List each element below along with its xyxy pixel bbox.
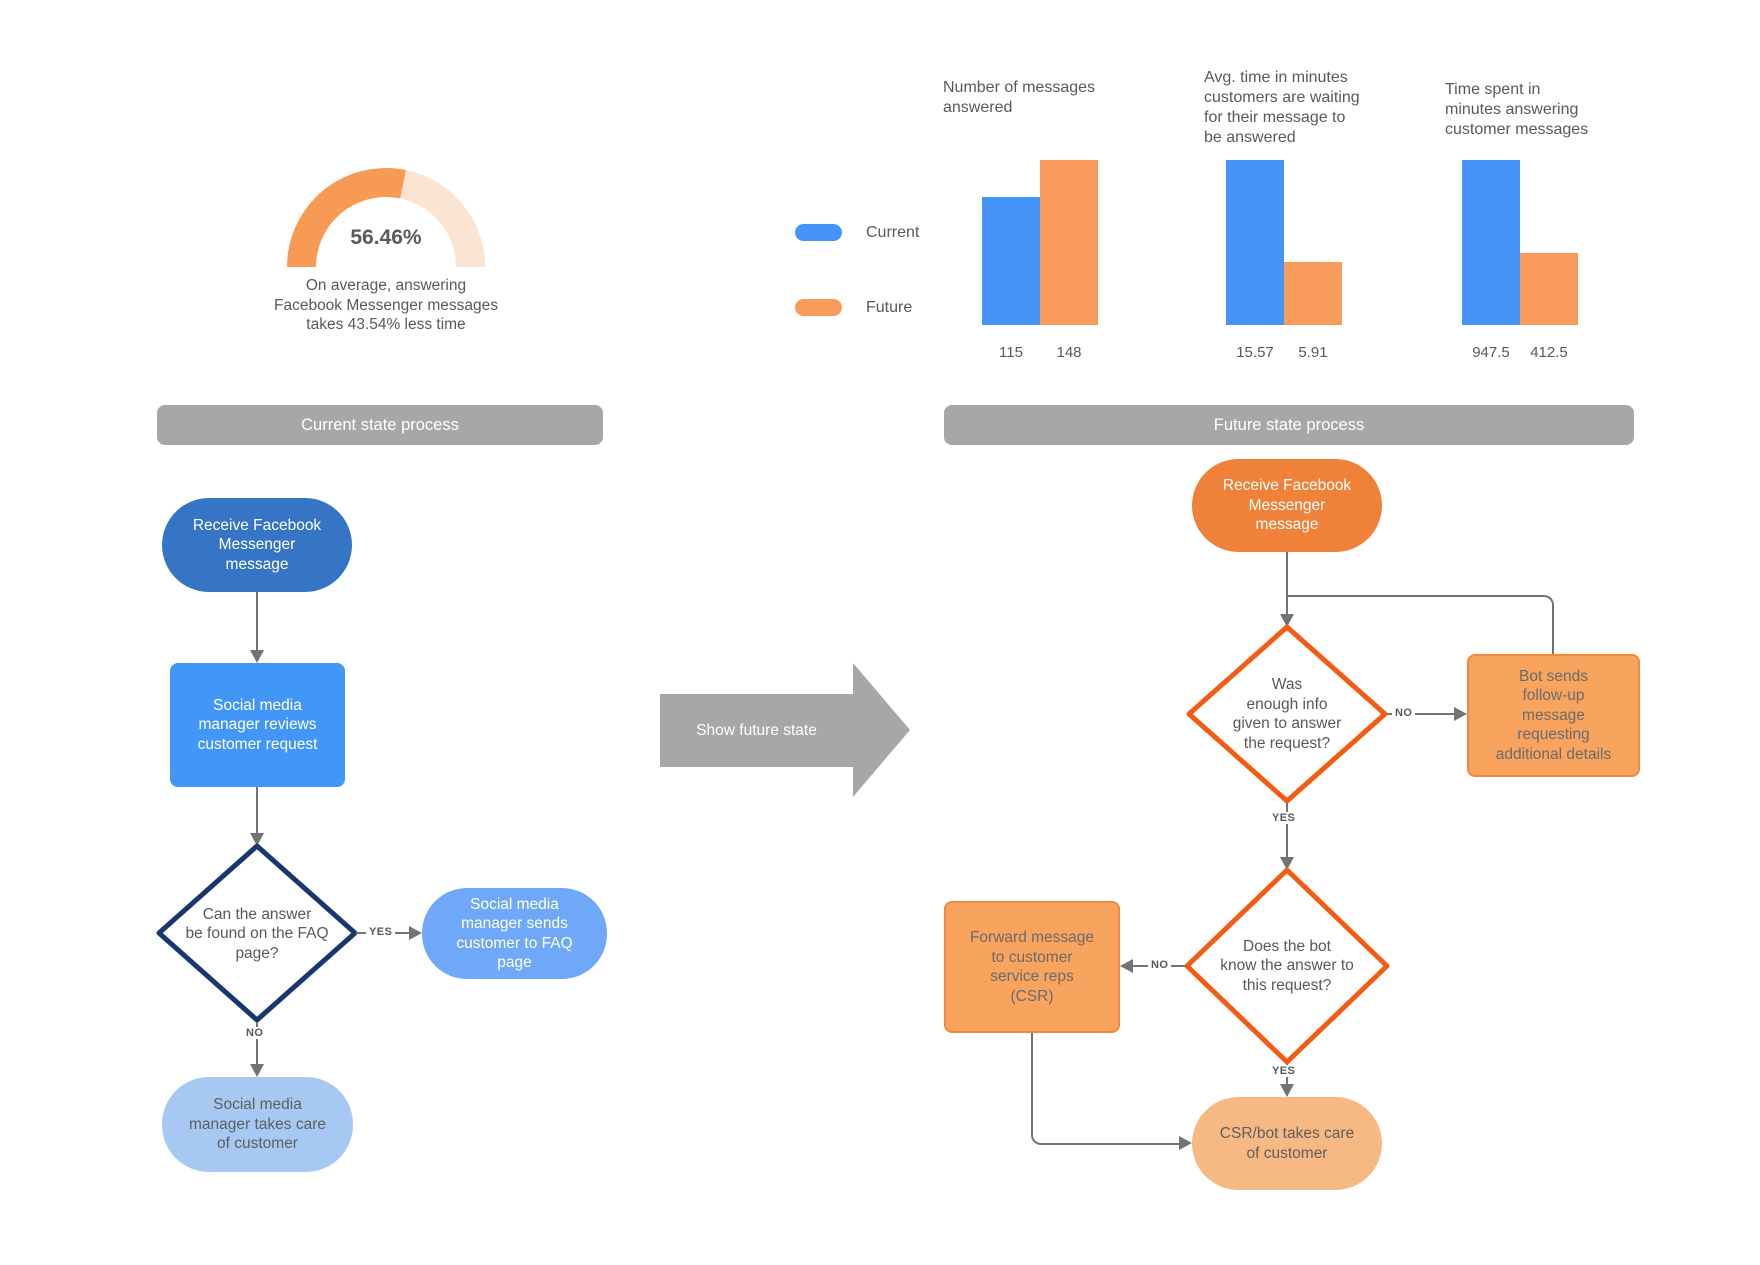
chart1-bar-future [1040, 160, 1098, 325]
show-future-state-arrowhead [853, 663, 910, 797]
connector-left-2 [256, 787, 258, 833]
show-future-state-arrow[interactable]: Show future state [660, 694, 853, 767]
connector-left-no [256, 1022, 258, 1066]
chart3-value-future: 412.5 [1530, 344, 1568, 361]
chart3-title: Time spent in minutes answering customer… [1445, 81, 1589, 138]
arrowhead-right-no2 [1120, 959, 1133, 973]
chart2-wait-time[interactable] [1226, 160, 1342, 325]
arrowhead-right-1 [1280, 614, 1294, 627]
right-start-node[interactable]: Receive Facebook Messenger message [1192, 459, 1382, 552]
left-start-node[interactable]: Receive Facebook Messenger message [162, 498, 352, 592]
right-yes1-label: YES [1269, 812, 1299, 824]
arrowhead-left-no [250, 1064, 264, 1077]
chart1-messages-answered[interactable] [982, 160, 1098, 325]
chart1-value-current: 115 [999, 344, 1023, 361]
gauge-percent-label: 56.46% [350, 226, 422, 249]
left-end-node[interactable]: Social media manager takes care of custo… [162, 1077, 353, 1172]
left-yes-label: YES [366, 926, 396, 938]
connector-left-1 [256, 592, 258, 650]
chart1-value-future: 148 [1056, 344, 1082, 361]
legend-label-future: Future [866, 299, 913, 316]
left-yes-node[interactable]: Social media manager sends customer to F… [422, 888, 607, 979]
arrowhead-forward-elbow [1179, 1136, 1192, 1150]
connector-right-no1 [1387, 713, 1460, 715]
current-state-banner[interactable]: Current state process [157, 405, 603, 445]
chart3-values: 947.5 412.5 [1462, 344, 1578, 361]
chart2-title: Avg. time in minutes customers are waiti… [1204, 69, 1360, 146]
chart2-values: 15.57 5.91 [1226, 344, 1342, 361]
gauge-chart[interactable] [287, 168, 485, 268]
future-state-banner[interactable]: Future state process [944, 405, 1634, 445]
right-end-node[interactable]: CSR/bot takes care of customer [1192, 1097, 1382, 1190]
chart1-values: 115 148 [982, 344, 1098, 361]
legend-swatch-current [795, 224, 842, 241]
right-decision1-text: Was enough info given to answer the requ… [1232, 676, 1342, 752]
right-decision2-diamond[interactable] [1182, 865, 1392, 1067]
connector-right-1 [1286, 552, 1288, 614]
gauge-caption: On average, answering Facebook Messenger… [273, 277, 498, 333]
bot-followup-node[interactable]: Bot sends follow-up message requesting a… [1467, 654, 1640, 777]
right-no1-label: NO [1392, 707, 1416, 719]
chart3-bar-current [1462, 160, 1520, 325]
right-no2-label: NO [1148, 959, 1172, 971]
connector-forward-elbow [1031, 1033, 1186, 1145]
chart2-bar-future [1284, 262, 1342, 325]
chart3-time-spent[interactable] [1462, 160, 1578, 325]
arrowhead-right-no1 [1454, 707, 1467, 721]
connector-bot-loop [1288, 595, 1554, 656]
right-decision2-text: Does the bot know the answer to this req… [1220, 937, 1354, 994]
arrowhead-left-2 [250, 833, 264, 846]
arrowhead-right-yes1 [1280, 857, 1294, 870]
chart3-value-current: 947.5 [1472, 344, 1510, 361]
right-decision1-diamond[interactable] [1184, 622, 1390, 806]
chart2-bar-current [1226, 160, 1284, 325]
right-yes2-label: YES [1269, 1065, 1299, 1077]
left-process-node[interactable]: Social media manager reviews customer re… [170, 663, 345, 787]
arrowhead-left-yes [409, 926, 422, 940]
chart2-value-future: 5.91 [1298, 344, 1328, 361]
arrowhead-right-yes2 [1280, 1084, 1294, 1097]
left-decision-diamond[interactable] [154, 841, 360, 1025]
legend-swatch-future [795, 299, 842, 316]
chart2-value-current: 15.57 [1236, 344, 1274, 361]
chart1-title: Number of messages answered [943, 79, 1096, 116]
forward-to-csr-node[interactable]: Forward message to customer service reps… [944, 901, 1120, 1033]
left-decision-text: Can the answer be found on the FAQ page? [185, 905, 329, 962]
chart3-bar-future [1520, 253, 1578, 325]
chart1-bar-current [982, 197, 1040, 325]
left-no-label: NO [243, 1027, 267, 1039]
legend-label-current: Current [866, 224, 920, 241]
connector-right-yes1 [1286, 803, 1288, 857]
arrowhead-left-1 [250, 650, 264, 663]
